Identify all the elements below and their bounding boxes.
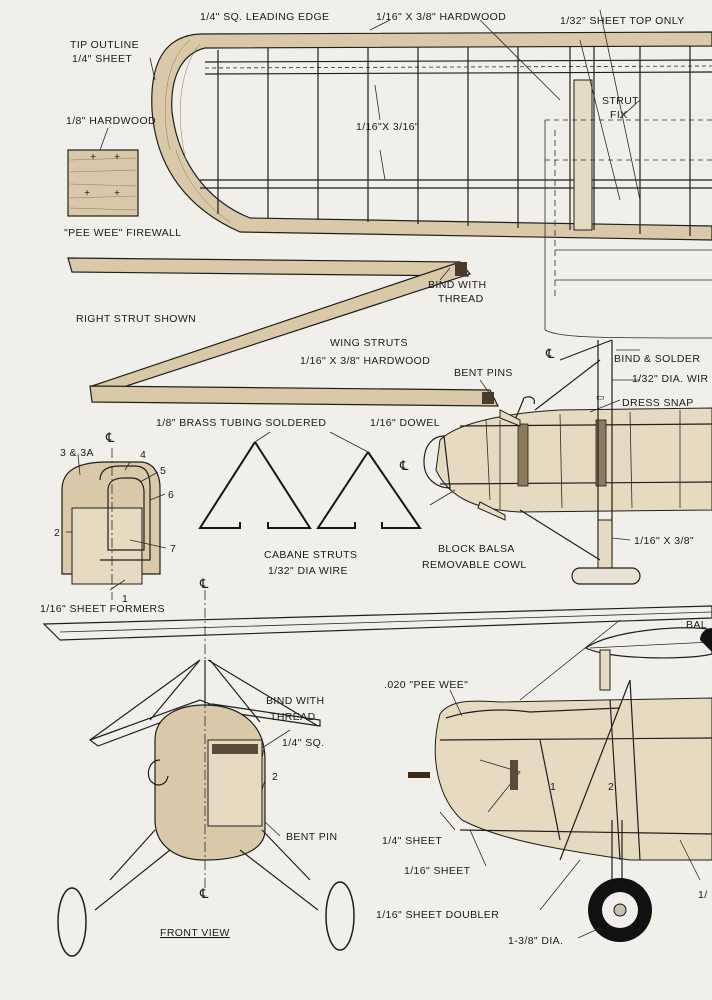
centerline-formers: ℄ xyxy=(105,430,115,445)
svg-text:+: + xyxy=(84,187,91,199)
label-gear-leg: 1/16" X 3/8" xyxy=(634,535,694,547)
label-strut-fix-1: STRUT xyxy=(602,95,639,107)
label-cabane-wire: 1/32" DIA WIRE xyxy=(268,565,348,577)
label-former-7: 7 xyxy=(170,543,176,555)
wing-struts xyxy=(67,257,499,407)
label-edge-fraction: 1/ xyxy=(698,889,708,901)
label-bent-pins: BENT PINS xyxy=(454,367,513,379)
svg-text:+: + xyxy=(90,151,97,163)
label-quarter-sheet: 1/4" SHEET xyxy=(382,835,442,847)
fuselage-side-upper: ▭ xyxy=(423,339,712,585)
label-brass-tubing: 1/8" BRASS TUBING SOLDERED xyxy=(156,417,326,429)
label-former-2: 2 xyxy=(54,527,60,539)
label-former-3a: 3 & 3A xyxy=(60,447,94,459)
cabane-struts xyxy=(198,431,422,529)
label-bent-pin: BENT PIN xyxy=(286,831,337,843)
centerline-nose: ℄ xyxy=(399,458,409,473)
label-sheet-doubler: 1/16" SHEET DOUBLER xyxy=(376,909,499,921)
label-tip-sheet: 1/4" SHEET xyxy=(72,53,132,65)
label-wheel-dia: 1-3/8" DIA. xyxy=(508,935,563,947)
centerline-front-bottom: ℄ xyxy=(199,886,209,901)
label-pee-wee-020: .020 "PEE WEE" xyxy=(384,679,468,691)
label-removable-cowl: REMOVABLE COWL xyxy=(422,559,527,571)
label-wing-struts-size: 1/16" X 3/8" HARDWOOD xyxy=(300,355,430,367)
front-view xyxy=(57,590,355,957)
label-wing-struts: WING STRUTS xyxy=(330,337,408,349)
fuselage-side-lower xyxy=(408,619,712,942)
label-cabane: CABANE STRUTS xyxy=(264,549,357,561)
label-bind-thread-1: BIND WITH xyxy=(428,279,486,291)
svg-text:+: + xyxy=(114,151,121,163)
label-leading-edge: 1/4" SQ. LEADING EDGE xyxy=(200,11,329,23)
label-front-view: FRONT VIEW xyxy=(160,927,230,939)
label-dress-snap: DRESS SNAP xyxy=(622,397,694,409)
label-front-bind-2: THREAD xyxy=(270,711,316,723)
label-hardwood-18: 1/8" HARDWOOD xyxy=(66,115,156,127)
label-side-2: 2 xyxy=(608,781,614,793)
lower-assembly xyxy=(42,605,712,691)
label-front-bind-1: BIND WITH xyxy=(266,695,324,707)
label-tip-outline: TIP OUTLINE xyxy=(70,39,139,51)
label-bind-solder: BIND & SOLDER xyxy=(614,353,700,365)
centerline-wing: ℄ xyxy=(545,346,555,361)
label-former-5: 5 xyxy=(160,465,166,477)
label-sixteenth-sheet: 1/16" SHEET xyxy=(404,865,471,877)
label-dia-wire: 1/32" DIA. WIR xyxy=(632,373,708,385)
label-former-6: 6 xyxy=(168,489,174,501)
label-right-strut: RIGHT STRUT SHOWN xyxy=(76,313,196,325)
label-firewall: "PEE WEE" FIREWALL xyxy=(64,227,182,239)
label-former-4: 4 xyxy=(140,449,146,461)
plan-labels: 1/4" SQ. LEADING EDGE 1/16" X 3/8" HARDW… xyxy=(40,11,708,947)
label-sheet-formers: 1/16" SHEET FORMERS xyxy=(40,603,165,615)
svg-text:▭: ▭ xyxy=(596,392,605,402)
label-quarter-sq: 1/4" SQ. xyxy=(282,737,325,749)
wing-plan xyxy=(149,9,712,339)
label-dowel: 1/16" DOWEL xyxy=(370,417,440,429)
fuselage-formers xyxy=(61,448,167,600)
label-former-1: 1 xyxy=(122,593,128,605)
label-front-2: 2 xyxy=(272,771,278,783)
firewall-part: + + + + xyxy=(67,127,139,217)
label-sheet-top: 1/32" SHEET TOP ONLY xyxy=(560,15,685,27)
label-side-1: 1 xyxy=(550,781,556,793)
svg-text:+: + xyxy=(114,187,121,199)
label-block-balsa: BLOCK BALSA xyxy=(438,543,515,555)
label-ba: BAL xyxy=(686,619,707,631)
label-strut-fix-2: FIX xyxy=(610,109,628,121)
label-hardwood-spar: 1/16" X 3/8" HARDWOOD xyxy=(376,11,506,23)
wing-ribs xyxy=(217,46,691,236)
label-rib-size: 1/16"X 3/16" xyxy=(356,121,419,133)
centerline-front-top: ℄ xyxy=(199,576,209,591)
label-bind-thread-2: THREAD xyxy=(438,293,484,305)
